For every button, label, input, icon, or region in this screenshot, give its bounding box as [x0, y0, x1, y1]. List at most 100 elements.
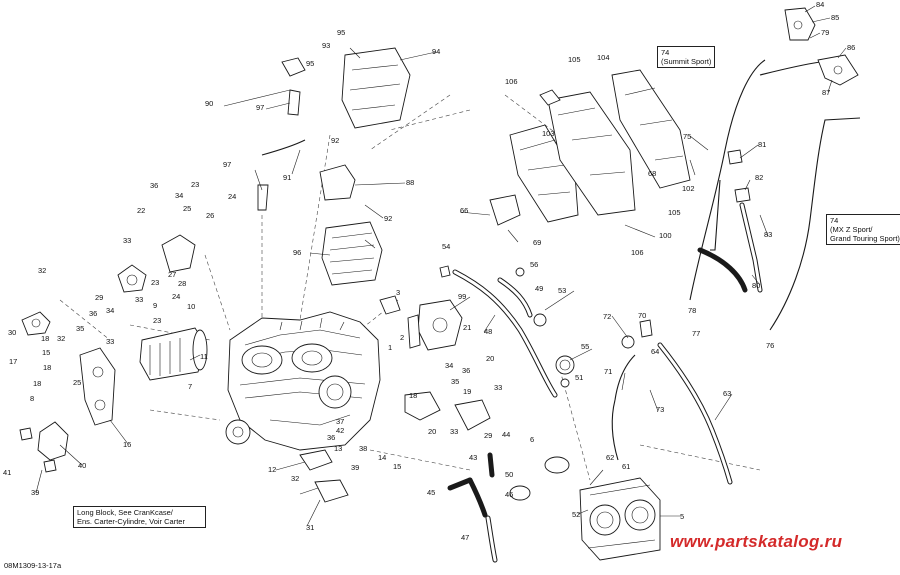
- callout-95: 95: [337, 28, 345, 37]
- callout-27: 27: [168, 270, 176, 279]
- callout-6: 6: [530, 435, 534, 444]
- callout-32: 32: [291, 474, 299, 483]
- throttle-body: [579, 477, 661, 561]
- callout-106b: 106: [631, 248, 644, 257]
- callout-51: 51: [575, 373, 583, 382]
- throttle-lever: [784, 7, 859, 86]
- callout-100: 100: [659, 231, 672, 240]
- callout-106: 106: [505, 77, 518, 86]
- drawing-number: 08M1309-13-17a: [4, 561, 62, 570]
- callout-78: 78: [688, 306, 696, 315]
- callout-34b: 34: [175, 191, 183, 200]
- callout-13: 13: [334, 444, 342, 453]
- coolant-hoses: [447, 202, 763, 563]
- callout-19: 19: [463, 387, 471, 396]
- callout-39b: 39: [351, 463, 359, 472]
- callout-71: 71: [604, 367, 612, 376]
- callout-53: 53: [558, 286, 566, 295]
- engine-mount-brackets: [21, 234, 441, 503]
- callout-33: 33: [494, 383, 502, 392]
- callout-83: 83: [764, 230, 772, 239]
- callout-labels: 84 85 79 86 87 94 95 93 95 90 97 97 91 9…: [3, 0, 855, 542]
- callout-45: 45: [427, 488, 435, 497]
- callout-25b: 25: [73, 378, 81, 387]
- callout-49: 49: [535, 284, 543, 293]
- callout-72: 72: [603, 312, 611, 321]
- callout-54: 54: [442, 242, 450, 251]
- callout-96: 96: [293, 248, 301, 257]
- note-mxz-grand-touring: 74 (MX Z Sport/ Grand Touring Sport): [826, 214, 900, 245]
- callout-36c: 36: [150, 181, 158, 190]
- callout-88: 88: [406, 178, 414, 187]
- callout-55: 55: [581, 342, 589, 351]
- callout-22: 22: [137, 206, 145, 215]
- reference-lines: [59, 94, 761, 481]
- callout-93: 93: [322, 41, 330, 50]
- callout-40: 40: [78, 461, 86, 470]
- callout-94: 94: [432, 47, 440, 56]
- air-intake-covers: [489, 69, 691, 226]
- callout-73: 73: [656, 405, 664, 414]
- callout-32c: 32: [57, 334, 65, 343]
- callout-79: 79: [821, 28, 829, 37]
- callout-75: 75: [683, 132, 691, 141]
- callout-18c: 18: [43, 363, 51, 372]
- callout-21: 21: [463, 323, 471, 332]
- callout-28: 28: [178, 279, 186, 288]
- callout-17: 17: [9, 357, 17, 366]
- callout-86: 86: [847, 43, 855, 52]
- callout-76: 76: [766, 341, 774, 350]
- callout-24: 24: [228, 192, 236, 201]
- callout-36b: 36: [327, 433, 335, 442]
- throttle-cables: [611, 59, 861, 461]
- callout-26: 26: [206, 211, 214, 220]
- callout-23c: 23: [153, 316, 161, 325]
- ecu-and-ignition: [257, 47, 411, 286]
- callout-15: 15: [393, 462, 401, 471]
- callout-68: 68: [648, 169, 656, 178]
- callout-18d: 18: [33, 379, 41, 388]
- callout-34c: 34: [106, 306, 114, 315]
- callout-16: 16: [123, 440, 131, 449]
- misc-small-parts: [19, 265, 653, 473]
- callout-33b: 33: [450, 427, 458, 436]
- callout-10: 10: [187, 302, 195, 311]
- callout-43: 43: [469, 453, 477, 462]
- callout-5: 5: [680, 512, 684, 521]
- note-summit-sport: 74 (Summit Sport): [657, 46, 715, 68]
- callout-23b: 23: [151, 278, 159, 287]
- callout-38: 38: [359, 444, 367, 453]
- callout-69: 69: [533, 238, 541, 247]
- callout-36d: 36: [89, 309, 97, 318]
- callout-63: 63: [723, 389, 731, 398]
- callout-18: 18: [409, 391, 417, 400]
- callout-103: 103: [542, 129, 555, 138]
- callout-35b: 35: [76, 324, 84, 333]
- callout-29: 29: [484, 431, 492, 440]
- callout-11: 11: [200, 352, 208, 361]
- callout-80: 80: [752, 281, 760, 290]
- callout-92b: 92: [384, 214, 392, 223]
- callout-36: 36: [462, 366, 470, 375]
- callout-102: 102: [682, 184, 695, 193]
- callout-56: 56: [530, 260, 538, 269]
- callout-15b: 15: [42, 348, 50, 357]
- callout-104: 104: [597, 53, 610, 62]
- callout-1: 1: [388, 343, 392, 352]
- callout-47: 47: [461, 533, 469, 542]
- callout-29b: 29: [95, 293, 103, 302]
- callout-44: 44: [502, 430, 510, 439]
- callout-2: 2: [400, 333, 404, 342]
- callout-85: 85: [831, 13, 839, 22]
- callout-31: 31: [306, 523, 314, 532]
- leader-lines: [35, 5, 847, 527]
- callout-35: 35: [451, 377, 459, 386]
- callout-30: 30: [8, 328, 16, 337]
- callout-62: 62: [606, 453, 614, 462]
- callout-48: 48: [484, 327, 492, 336]
- callout-32b: 32: [38, 266, 46, 275]
- callout-87: 87: [822, 88, 830, 97]
- callout-82: 82: [755, 173, 763, 182]
